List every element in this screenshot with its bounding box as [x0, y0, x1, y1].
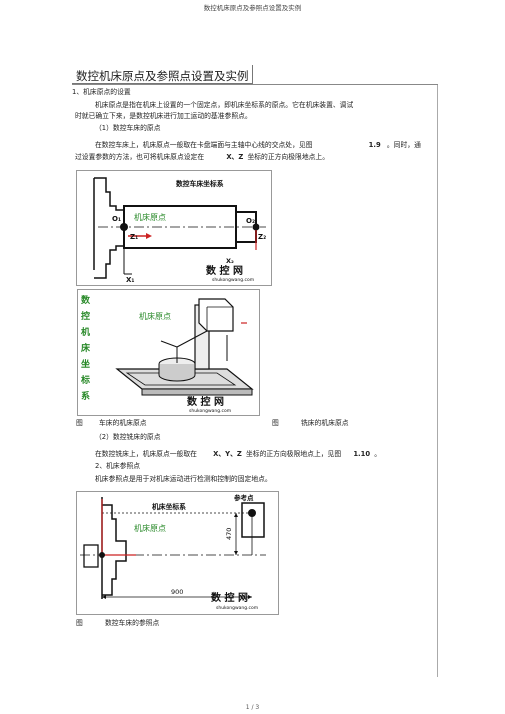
- caption-3-fig: 图: [76, 619, 83, 627]
- dim-900-arrow-right: [248, 595, 252, 599]
- caption-row-1-right: 图 铣床的机床原点: [272, 419, 349, 428]
- dim-900-label: 900: [171, 588, 183, 596]
- figure-ref-1-9: 1.9: [368, 141, 381, 149]
- side-char-6: 标: [80, 374, 90, 386]
- machine-origin-marker: [99, 552, 105, 558]
- reference-point-label: 参考点: [234, 493, 254, 502]
- side-char-5: 坐: [81, 358, 90, 370]
- tool-turret: [241, 502, 265, 538]
- watermark-main: 数 控 网: [206, 264, 243, 277]
- subsection-2-heading: （2）数控铣床的原点: [95, 433, 161, 441]
- title-divider: [72, 84, 438, 85]
- paragraph-1b: 时就已确立下来，是数控机床进行加工运动的基准参照点。: [75, 112, 252, 120]
- o2-label: O₂: [246, 217, 255, 225]
- paragraph-2a-text: 在数控车床上，机床原点一般取在卡盘端面与主轴中心线的交点处，见图: [95, 141, 313, 149]
- mill-origin-figure: 机床原点 数 控 机 床 坐 标 系 数 控 网 shukongwang.com: [77, 289, 260, 416]
- paragraph-2b-end: 坐标的正方向极限地点上。: [247, 153, 330, 161]
- caption-left-fig: 图: [76, 419, 83, 427]
- section-1-heading: 1、机床原点的设置: [72, 88, 131, 96]
- side-char-3: 机: [81, 326, 90, 338]
- spindle-stub: [83, 544, 99, 568]
- x-axis-line: [160, 340, 178, 348]
- z1-label: Z₁: [130, 233, 138, 241]
- z2-label: Z₂: [258, 233, 266, 241]
- machine-origin-label: 机床原点: [134, 212, 166, 222]
- side-char-2: 控: [81, 310, 90, 322]
- dim-470-arrow-top: [234, 513, 238, 517]
- spindle-head: [198, 298, 234, 332]
- right-margin-line: [437, 85, 438, 677]
- paragraph-2a: 在数控车床上，机床原点一般取在卡盘端面与主轴中心线的交点处，见图 1.9 。同时…: [95, 141, 421, 150]
- lathe-reference-figure: 机床坐标系 参考点 机床原点 470 900 数 控 网 shukongwang…: [76, 491, 279, 615]
- paragraph-3-text: 在数控铣床上，机床原点一般取在: [95, 450, 197, 458]
- paragraph-2b-text: 过设置参数的方法，也可将机床原点设定在: [75, 153, 205, 161]
- origin-o2-marker: [252, 223, 260, 231]
- paragraph-3-mid: 坐标的正方向极限地点上，见图: [245, 450, 342, 458]
- watermark-sub: shukongwang.com: [216, 605, 258, 611]
- machine-origin-label: 机床原点: [134, 523, 166, 533]
- caption-right-text: 铣床的机床原点: [300, 419, 349, 427]
- page-number: 1 / 3: [245, 704, 260, 711]
- dim-470-arrow-bottom: [234, 551, 238, 555]
- axes-xz: X、Z: [226, 153, 244, 161]
- title-box: 数控机床原点及参照点设置及实例: [72, 65, 253, 84]
- paragraph-3: 在数控铣床上，机床原点一般取在 X、Y、Z 坐标的正方向极限地点上，见图 1.1…: [95, 450, 381, 459]
- side-char-7: 系: [81, 390, 90, 402]
- section-2-heading: 2、机床参照点: [95, 462, 141, 470]
- x2-label: X₂: [226, 257, 234, 265]
- workpiece-side: [158, 364, 196, 382]
- axes-xyz: X、Y、Z: [213, 450, 242, 458]
- page-title: 数控机床原点及参照点设置及实例: [76, 69, 249, 83]
- diag-axis-line: [176, 330, 208, 348]
- x1-label: X₁: [126, 276, 134, 284]
- paragraph-1a: 机床原点是指在机床上设置的一个固定点，即机床坐标系的原点。它在机床装置、调试: [95, 101, 354, 109]
- caption-right-fig: 图: [272, 419, 279, 427]
- figure-ref-1-10: 1.10: [353, 450, 371, 458]
- side-title: 数 控 机 床 坐 标 系: [80, 294, 91, 402]
- figure-3-title: 机床坐标系: [152, 502, 186, 511]
- caption-row-1: 图 车床的机床原点: [76, 419, 147, 428]
- watermark-sub: shukongwang.com: [212, 277, 254, 283]
- subsection-1-heading: （1）数控车床的原点: [95, 124, 161, 132]
- caption-row-3: 图 数控车床的参照点: [76, 619, 159, 628]
- caption-3-text: 数控车床的参照点: [104, 619, 160, 627]
- watermark-main: 数 控 网: [187, 395, 224, 408]
- paragraph-4: 机床参照点是用于对机床运动进行检测和控制的固定地点。: [95, 475, 272, 483]
- watermark-main: 数 控 网: [211, 591, 248, 604]
- caption-left-text: 车床的机床原点: [98, 419, 147, 427]
- watermark-sub: shukongwang.com: [189, 408, 231, 414]
- page-header: 数控机床原点及参照点设置及实例: [203, 4, 302, 12]
- z1-arrowhead: [146, 233, 152, 239]
- dim-900-arrow-left: [102, 595, 106, 599]
- paragraph-2a-end: 。同时，通: [386, 141, 421, 149]
- machine-origin-label: 机床原点: [139, 311, 171, 321]
- paragraph-3-end: 。: [374, 450, 382, 458]
- side-char-4: 床: [81, 342, 91, 354]
- figure-frame: [76, 491, 279, 615]
- figure-1-title: 数控车床坐标系: [176, 179, 224, 188]
- o1-label: O₁: [112, 215, 121, 223]
- side-char-1: 数: [81, 294, 91, 306]
- paragraph-2b: 过设置参数的方法，也可将机床原点设定在 X、Z 坐标的正方向极限地点上。: [75, 153, 329, 162]
- figure-frame: [76, 170, 272, 286]
- lathe-origin-figure: 数控车床坐标系 机床原点 O₁ Z₁ X₁ O₂ Z₂ X₂ 数 控 网 shu…: [76, 170, 272, 286]
- dim-470-label: 470: [225, 528, 233, 540]
- machine-base-front: [141, 388, 253, 396]
